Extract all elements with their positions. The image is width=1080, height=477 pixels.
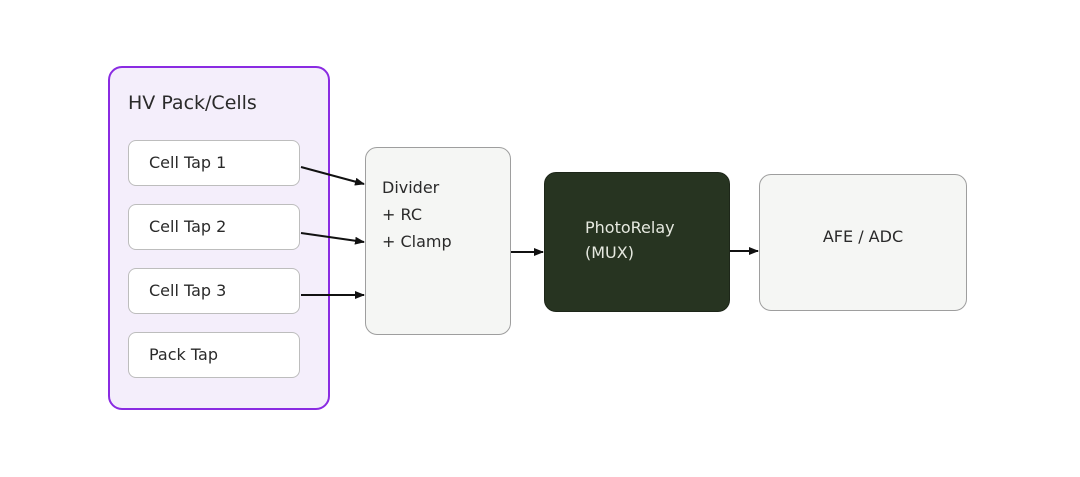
cell-tap-3-node: Cell Tap 3: [128, 268, 300, 314]
arrow-tap2-divider: [300, 232, 365, 245]
group-title: HV Pack/Cells: [128, 92, 257, 114]
arrow-tap1-divider: [300, 166, 365, 186]
photorelay-label: PhotoRelay: [585, 218, 675, 237]
afe-adc-block: AFE / ADC: [759, 174, 967, 311]
photorelay-mux-block: PhotoRelay (MUX): [544, 172, 730, 312]
afe-adc-label: AFE / ADC: [822, 227, 904, 246]
cell-tap-2-node: Cell Tap 2: [128, 204, 300, 250]
pack-tap-node: Pack Tap: [128, 332, 300, 378]
cell-tap-1-node: Cell Tap 1: [128, 140, 300, 186]
hv-pack-cells-group: HV Pack/Cells Cell Tap 1 Cell Tap 2 Cell…: [108, 66, 330, 410]
mux-label: (MUX): [585, 243, 634, 262]
rc-label: + RC: [382, 205, 422, 224]
clamp-label: + Clamp: [382, 232, 452, 251]
divider-block: Divider + RC + Clamp: [365, 147, 511, 335]
divider-label: Divider: [382, 178, 440, 197]
